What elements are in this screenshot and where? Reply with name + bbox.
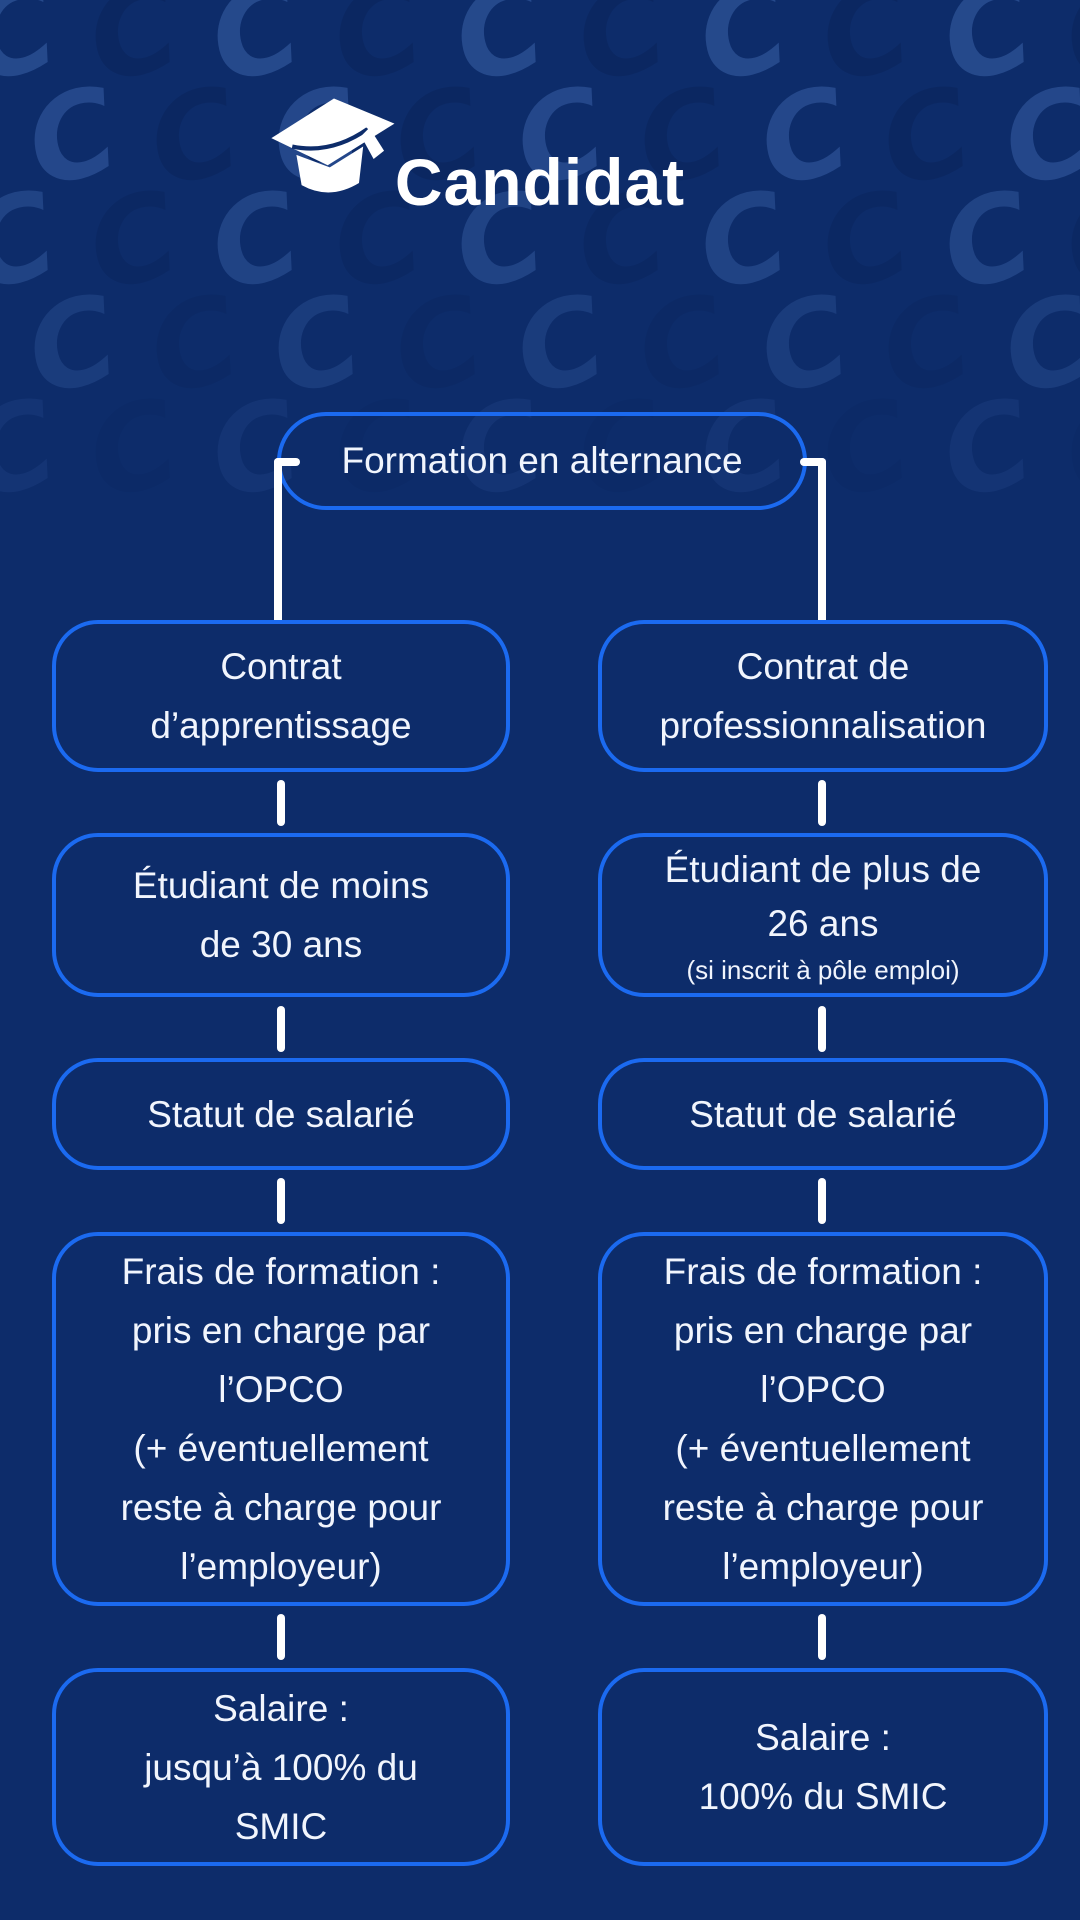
- pattern-c-glyph: C: [501, 267, 620, 423]
- pattern-c-glyph: C: [0, 0, 71, 111]
- pattern-c-glyph: C: [1050, 371, 1080, 527]
- node-label: Formation en alternance: [341, 440, 743, 481]
- connector-left-4: [277, 1614, 285, 1660]
- connector-right-3: [818, 1178, 826, 1224]
- pattern-c-glyph: C: [867, 267, 986, 423]
- pattern-c-glyph: C: [989, 267, 1080, 423]
- pattern-c-glyph: C: [257, 267, 376, 423]
- node-frais-formation-droite: Frais de formation : pris en charge par …: [598, 1232, 1048, 1606]
- pattern-c-glyph: C: [928, 371, 1047, 527]
- node-label: Contrat de professionnalisation: [659, 646, 987, 746]
- connector-left-3: [277, 1178, 285, 1224]
- node-label: Frais de formation : pris en charge par …: [120, 1251, 442, 1587]
- pattern-c-glyph: C: [684, 0, 803, 111]
- connector-root-right-stub: [800, 458, 826, 466]
- graduation-cap-icon: [271, 98, 395, 193]
- node-label: Salaire : 100% du SMIC: [698, 1717, 948, 1817]
- pattern-c-glyph: C: [135, 267, 254, 423]
- connector-root-right-drop: [818, 458, 826, 624]
- node-label: Statut de salarié: [147, 1093, 415, 1135]
- pattern-c-glyph: C: [562, 0, 681, 111]
- connector-left-2: [277, 1006, 285, 1052]
- connector-left-1: [277, 780, 285, 826]
- pattern-c-glyph: C: [1050, 0, 1080, 111]
- node-note: (si inscrit à pôle emploi): [686, 955, 960, 985]
- node-frais-formation-gauche: Frais de formation : pris en charge par …: [52, 1232, 510, 1606]
- node-contrat-apprentissage: Contrat d’apprentissage: [52, 620, 510, 772]
- pattern-c-glyph: C: [13, 267, 132, 423]
- pattern-c-glyph: C: [74, 371, 193, 527]
- connector-root-left-drop: [274, 458, 282, 624]
- node-label: Statut de salarié: [689, 1093, 957, 1135]
- pattern-c-glyph: C: [745, 267, 864, 423]
- node-label: Salaire : jusqu’à 100% du SMIC: [144, 1687, 418, 1847]
- node-label: Frais de formation : pris en charge par …: [662, 1251, 984, 1587]
- node-statut-salarie-gauche: Statut de salarié: [52, 1058, 510, 1170]
- node-etudiant-moins-30: Étudiant de moins de 30 ans: [52, 833, 510, 997]
- pattern-c-glyph: C: [623, 267, 742, 423]
- node-statut-salarie-droite: Statut de salarié: [598, 1058, 1048, 1170]
- node-salaire-gauche: Salaire : jusqu’à 100% du SMIC: [52, 1668, 510, 1866]
- node-contrat-professionnalisation: Contrat de professionnalisation: [598, 620, 1048, 772]
- brand-title: Candidat: [394, 145, 686, 219]
- node-salaire-droite: Salaire : 100% du SMIC: [598, 1668, 1048, 1866]
- connector-right-2: [818, 1006, 826, 1052]
- pattern-c-glyph: C: [0, 267, 10, 423]
- pattern-c-glyph: C: [440, 0, 559, 111]
- pattern-c-glyph: C: [74, 0, 193, 111]
- connector-root-left-stub: [274, 458, 300, 466]
- node-label: Étudiant de plus de 26 ans: [664, 849, 982, 944]
- pattern-c-glyph: C: [806, 0, 925, 111]
- pattern-c-glyph: C: [379, 267, 498, 423]
- connector-right-4: [818, 1614, 826, 1660]
- node-label: Contrat d’apprentissage: [150, 646, 412, 746]
- node-etudiant-plus-26: Étudiant de plus de 26 ans (si inscrit à…: [598, 833, 1048, 997]
- connector-right-1: [818, 780, 826, 826]
- pattern-c-glyph: C: [928, 0, 1047, 111]
- node-formation-en-alternance: Formation en alternance: [277, 412, 807, 510]
- node-label: Étudiant de moins de 30 ans: [132, 865, 430, 965]
- pattern-c-glyph: C: [0, 371, 71, 527]
